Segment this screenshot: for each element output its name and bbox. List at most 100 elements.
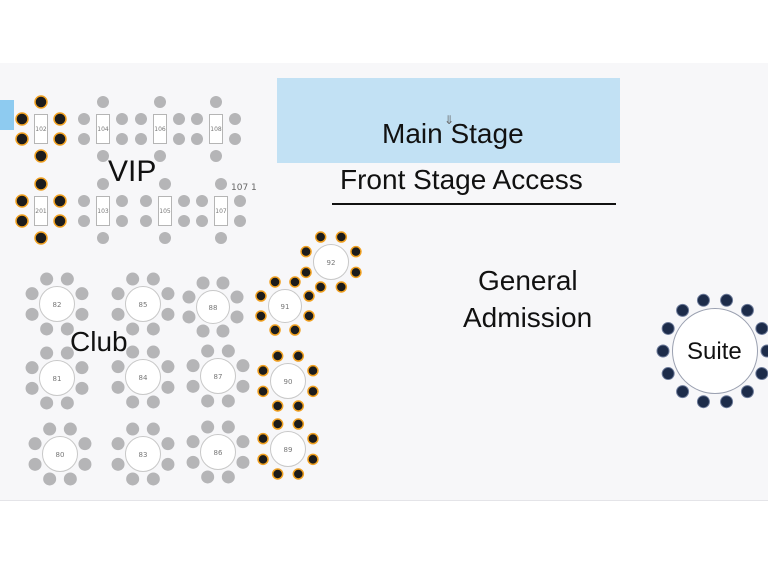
chair-table-107[interactable]: [234, 195, 246, 207]
chair-table-106[interactable]: [173, 113, 185, 125]
chair-table-105[interactable]: [159, 178, 171, 190]
table-107[interactable]: 107: [214, 196, 228, 226]
chair-table-86[interactable]: [201, 470, 215, 484]
chair-suite[interactable]: [740, 385, 754, 399]
chair-table-201[interactable]: [15, 194, 29, 208]
chair-table-89[interactable]: [292, 418, 305, 430]
chair-table-82[interactable]: [75, 307, 89, 321]
chair-table-85[interactable]: [126, 272, 140, 286]
chair-table-91[interactable]: [255, 310, 267, 322]
chair-table-82[interactable]: [40, 322, 54, 336]
suite-table[interactable]: [672, 308, 758, 394]
chair-table-90[interactable]: [307, 385, 319, 398]
chair-table-86[interactable]: [201, 420, 215, 434]
chair-table-85[interactable]: [146, 272, 160, 286]
chair-table-106[interactable]: [135, 113, 147, 125]
chair-table-104[interactable]: [78, 113, 90, 125]
chair-table-102[interactable]: [34, 149, 48, 163]
chair-suite[interactable]: [661, 367, 675, 381]
chair-table-90[interactable]: [271, 350, 284, 362]
chair-table-89[interactable]: [292, 468, 305, 480]
table-83[interactable]: 83: [125, 436, 161, 472]
chair-table-201[interactable]: [15, 214, 29, 228]
chair-table-104[interactable]: [97, 150, 109, 162]
chair-table-103[interactable]: [78, 215, 90, 227]
chair-table-92[interactable]: [314, 281, 327, 293]
chair-table-104[interactable]: [116, 133, 128, 145]
chair-table-108[interactable]: [229, 113, 241, 125]
chair-table-105[interactable]: [140, 195, 152, 207]
chair-suite[interactable]: [720, 293, 734, 307]
chair-table-87[interactable]: [186, 379, 200, 393]
chair-table-104[interactable]: [78, 133, 90, 145]
chair-table-89[interactable]: [257, 432, 269, 445]
chair-table-88[interactable]: [196, 324, 210, 338]
table-103[interactable]: 103: [96, 196, 110, 226]
chair-table-89[interactable]: [257, 453, 269, 466]
chair-table-82[interactable]: [60, 272, 74, 286]
chair-table-102[interactable]: [15, 112, 29, 126]
table-91[interactable]: 91: [268, 289, 302, 323]
table-85[interactable]: 85: [125, 286, 161, 322]
chair-table-82[interactable]: [25, 307, 39, 321]
table-105[interactable]: 105: [158, 196, 172, 226]
chair-suite[interactable]: [720, 395, 734, 409]
chair-table-81[interactable]: [40, 396, 54, 410]
table-108[interactable]: 108: [209, 114, 223, 144]
chair-table-82[interactable]: [75, 287, 89, 301]
chair-table-201[interactable]: [53, 194, 67, 208]
chair-table-88[interactable]: [230, 310, 244, 324]
chair-table-104[interactable]: [97, 96, 109, 108]
chair-table-201[interactable]: [34, 231, 48, 245]
chair-table-83[interactable]: [126, 472, 140, 486]
chair-table-81[interactable]: [25, 361, 39, 375]
chair-table-81[interactable]: [40, 346, 54, 360]
chair-table-90[interactable]: [292, 350, 305, 362]
chair-table-87[interactable]: [186, 359, 200, 373]
chair-table-102[interactable]: [53, 132, 67, 146]
chair-table-80[interactable]: [43, 472, 57, 486]
chair-table-81[interactable]: [75, 361, 89, 375]
chair-table-88[interactable]: [182, 310, 196, 324]
chair-table-85[interactable]: [161, 307, 175, 321]
chair-table-88[interactable]: [230, 290, 244, 304]
chair-table-91[interactable]: [269, 324, 281, 336]
chair-table-83[interactable]: [161, 457, 175, 471]
chair-table-107[interactable]: [215, 232, 227, 244]
chair-table-102[interactable]: [15, 132, 29, 146]
chair-table-85[interactable]: [146, 322, 160, 336]
chair-table-92[interactable]: [350, 245, 362, 258]
chair-table-105[interactable]: [178, 195, 190, 207]
chair-table-80[interactable]: [63, 472, 77, 486]
chair-table-90[interactable]: [307, 364, 319, 377]
chair-table-87[interactable]: [221, 344, 235, 358]
chair-table-92[interactable]: [335, 231, 348, 243]
chair-table-88[interactable]: [216, 276, 230, 290]
table-104[interactable]: 104: [96, 114, 110, 144]
chair-table-82[interactable]: [60, 322, 74, 336]
chair-table-81[interactable]: [60, 396, 74, 410]
table-87[interactable]: 87: [200, 358, 236, 394]
chair-table-86[interactable]: [186, 435, 200, 449]
left-panel-tab[interactable]: [0, 100, 14, 130]
chair-table-80[interactable]: [63, 422, 77, 436]
chair-table-92[interactable]: [335, 281, 348, 293]
chair-table-84[interactable]: [161, 360, 175, 374]
chair-table-88[interactable]: [182, 290, 196, 304]
chair-table-103[interactable]: [97, 232, 109, 244]
chair-table-107[interactable]: [196, 195, 208, 207]
chair-suite[interactable]: [760, 344, 768, 358]
chair-table-88[interactable]: [216, 324, 230, 338]
table-84[interactable]: 84: [125, 359, 161, 395]
chair-table-80[interactable]: [78, 437, 92, 451]
chair-table-91[interactable]: [303, 310, 315, 322]
table-201[interactable]: 201: [34, 196, 48, 226]
chair-table-86[interactable]: [186, 455, 200, 469]
chair-table-103[interactable]: [116, 195, 128, 207]
chair-table-80[interactable]: [28, 437, 42, 451]
chair-table-89[interactable]: [307, 453, 319, 466]
chair-table-201[interactable]: [34, 177, 48, 191]
table-90[interactable]: 90: [270, 363, 306, 399]
chair-table-89[interactable]: [307, 432, 319, 445]
chair-suite[interactable]: [755, 367, 768, 381]
